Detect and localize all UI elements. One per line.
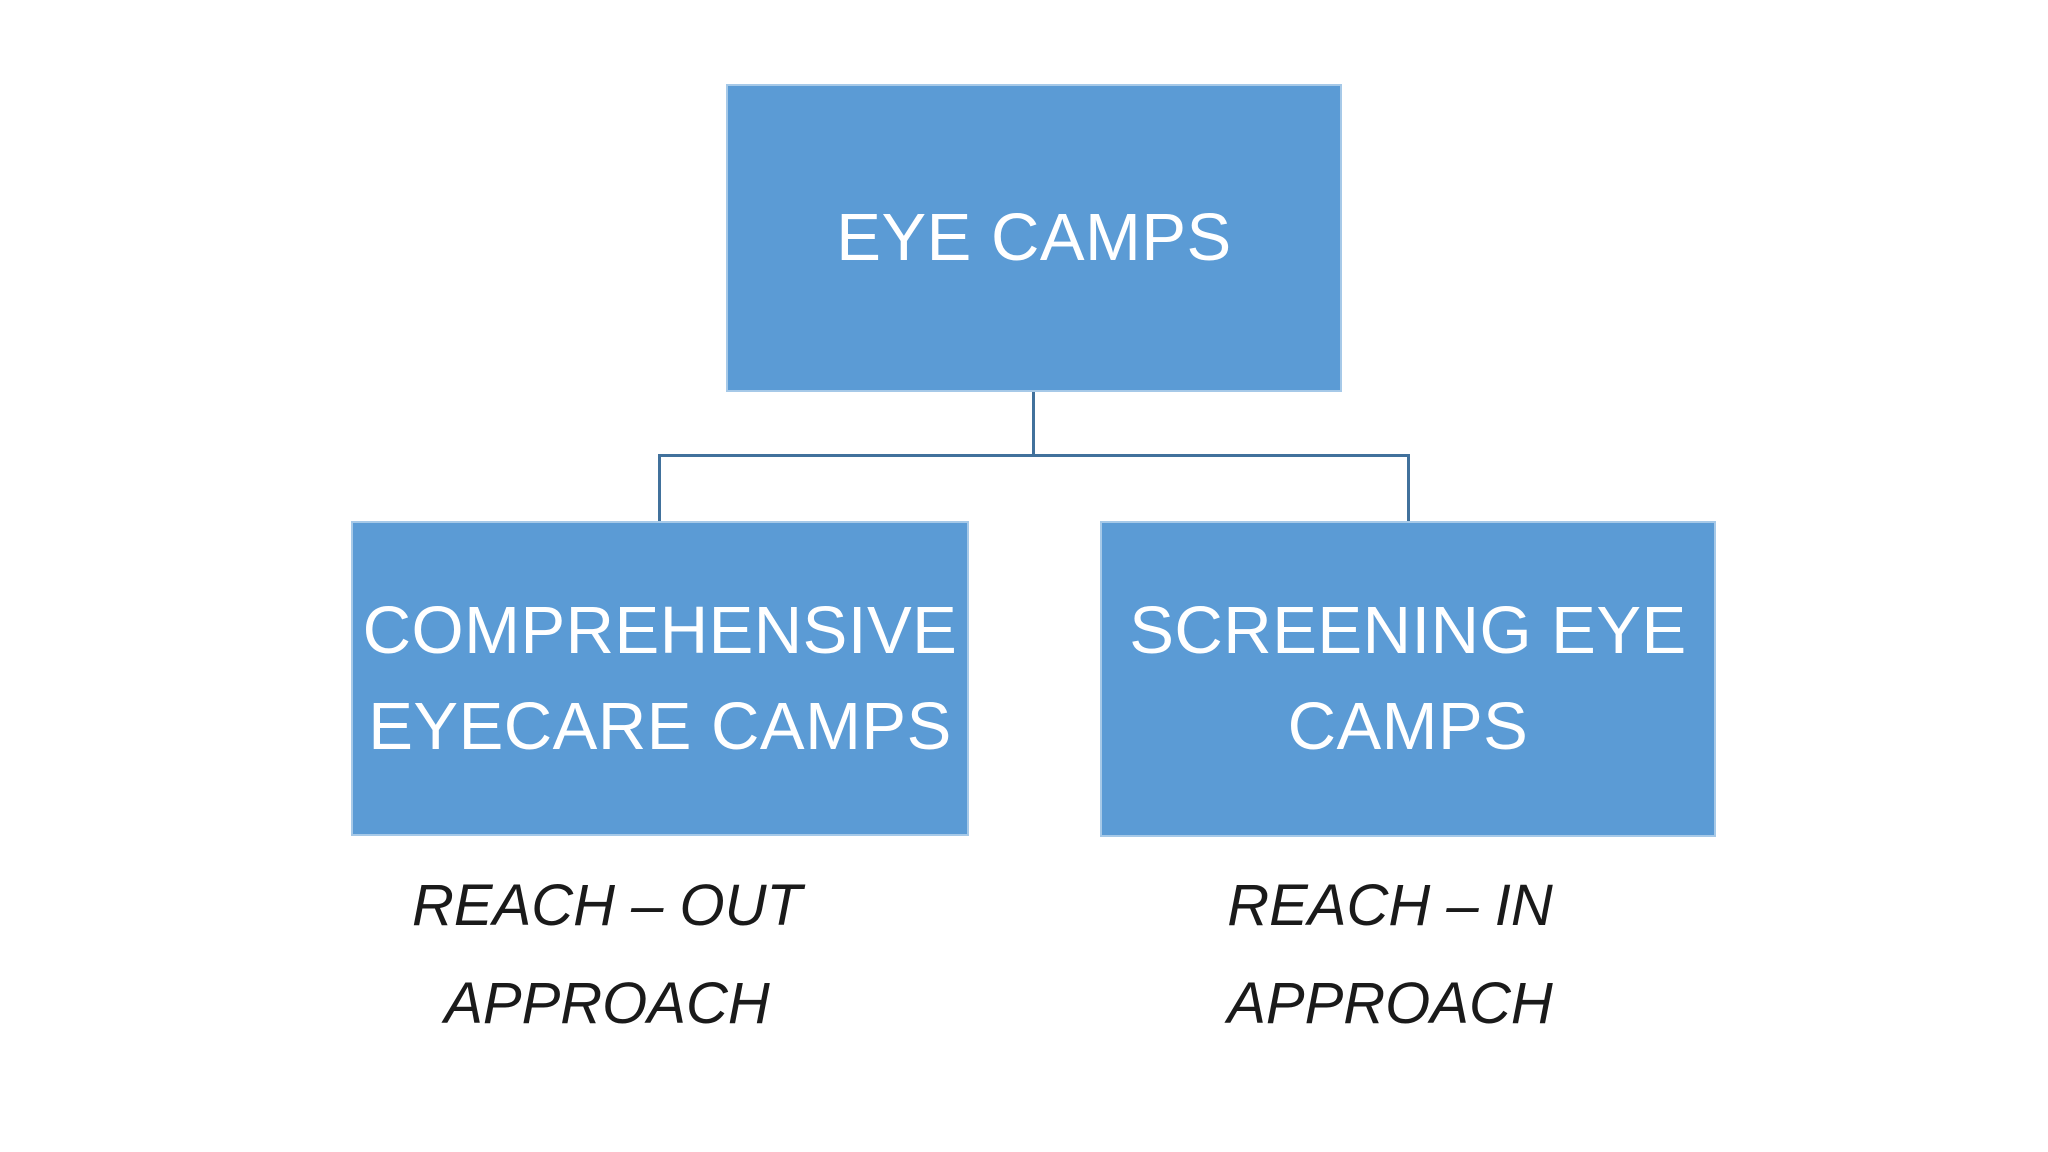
node-screening-label-line1: SCREENING EYE — [1129, 593, 1687, 668]
caption-reach-in-line1: REACH – IN — [1227, 873, 1553, 938]
node-comprehensive-label-line1: COMPREHENSIVE — [362, 592, 958, 668]
caption-reach-in-approach: REACH – IN APPROACH — [1080, 857, 1700, 1053]
connector-root-stem — [1032, 392, 1035, 455]
connector-drop-left — [658, 454, 661, 523]
node-screening-eye-camps: SCREENING EYE CAMPS — [1100, 521, 1716, 837]
node-comprehensive-label-line2: EYECARE CAMPS — [368, 688, 952, 764]
node-screening-label-line2: CAMPS — [1287, 689, 1529, 764]
connector-horizontal-bar — [658, 454, 1410, 457]
caption-reach-in-line2: APPROACH — [1227, 971, 1553, 1036]
node-eye-camps: EYE CAMPS — [726, 84, 1342, 392]
node-comprehensive-eyecare-camps: COMPREHENSIVE EYECARE CAMPS — [351, 521, 969, 836]
caption-reach-out-line2: APPROACH — [444, 971, 770, 1036]
connector-drop-right — [1407, 454, 1410, 523]
node-eye-camps-label: EYE CAMPS — [836, 200, 1232, 275]
caption-reach-out-line1: REACH – OUT — [412, 873, 802, 938]
caption-reach-out-approach: REACH – OUT APPROACH — [297, 857, 917, 1053]
